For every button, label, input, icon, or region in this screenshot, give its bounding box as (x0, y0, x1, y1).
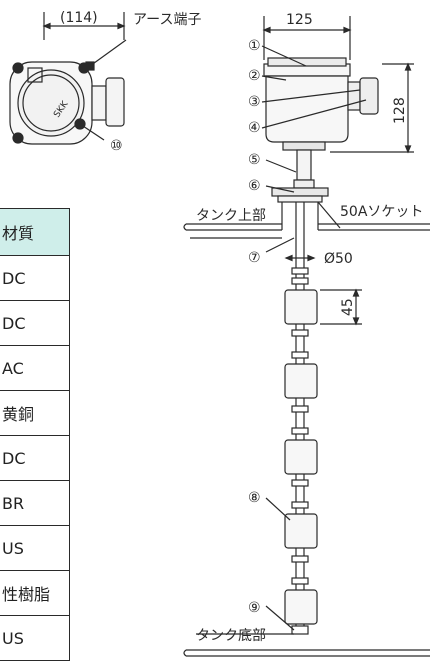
callout-10: ⑩ (110, 138, 123, 154)
callout-5: ⑤ (248, 152, 261, 168)
dim-float-pitch: 45 (340, 298, 356, 316)
table-row: 黄銅 (0, 391, 70, 436)
table-row: BR (0, 481, 70, 526)
float-diameter-label: Ø50 (324, 251, 353, 267)
tank-top-label: タンク上部 (196, 208, 266, 224)
table-row: US (0, 616, 70, 661)
callout-4: ④ (248, 120, 261, 136)
table-row: AC (0, 346, 70, 391)
earth-terminal-label: アース端子 (133, 12, 201, 28)
table-row: US (0, 526, 70, 571)
callout-7: ⑦ (248, 250, 261, 266)
callout-1: ① (248, 38, 261, 54)
table-row: 性樹脂 (0, 571, 70, 616)
tank-bottom-label: タンク底部 (196, 628, 266, 644)
table-header: 材質 (0, 208, 70, 256)
callout-9: ⑨ (248, 600, 261, 616)
table-row: DC (0, 436, 70, 481)
table-row: DC (0, 256, 70, 301)
dim-cover-depth: (114) (60, 10, 98, 26)
housing-side-view (263, 57, 379, 151)
housing-top-view (9, 39, 127, 145)
dim-width-top: 125 (286, 12, 313, 28)
callout-2: ② (248, 68, 261, 84)
callout-3: ③ (248, 94, 261, 110)
table-row: DC (0, 301, 70, 346)
callout-6: ⑥ (248, 178, 261, 194)
socket-label: 50Aソケット (340, 204, 423, 220)
callout-8: ⑧ (248, 490, 261, 506)
dim-housing-height: 128 (392, 97, 408, 124)
